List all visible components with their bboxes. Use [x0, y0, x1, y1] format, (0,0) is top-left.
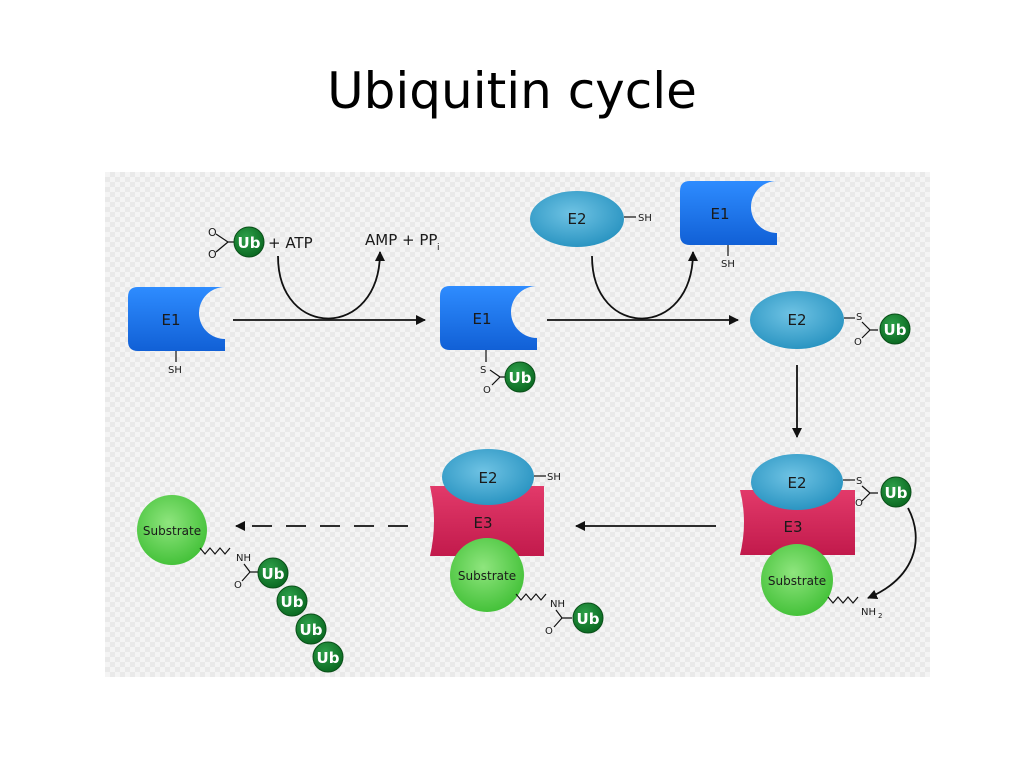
svg-text:Ub: Ub	[281, 593, 304, 611]
svg-text:E2: E2	[787, 311, 806, 329]
e2-free: E2 SH	[530, 191, 652, 247]
svg-text:O: O	[854, 337, 862, 348]
svg-text:Ub: Ub	[509, 369, 532, 387]
svg-text:Substrate: Substrate	[143, 524, 201, 538]
svg-text:Ub: Ub	[885, 484, 908, 502]
svg-text:O: O	[234, 580, 242, 591]
e1-released: E1 SH	[680, 181, 777, 270]
svg-text:O: O	[545, 626, 553, 637]
svg-text:O: O	[855, 498, 863, 509]
svg-text:E3: E3	[473, 514, 492, 532]
svg-text:2: 2	[878, 612, 882, 620]
svg-text:Ub: Ub	[317, 649, 340, 667]
svg-text:NH: NH	[861, 607, 876, 618]
e1-ub-thioester: E1 S O Ub	[440, 286, 537, 396]
svg-text:SH: SH	[168, 365, 182, 376]
svg-text:O: O	[208, 226, 217, 239]
svg-text:Ub: Ub	[577, 610, 600, 628]
e2-ub-thioester: E2 S O Ub	[750, 291, 911, 349]
arrow-ub-transfer-to-substrate	[867, 507, 917, 600]
e1-free: E1 SH	[128, 287, 225, 376]
e3-e2ub-substrate-complex: E3 E2 S O Ub Substrate NH 2	[740, 454, 912, 620]
svg-text:E2: E2	[478, 469, 497, 487]
svg-text:Ub: Ub	[238, 234, 261, 252]
svg-text:AMP + PP: AMP + PP	[365, 231, 437, 249]
arrow-e2-to-e1-release	[591, 251, 698, 320]
svg-text:SH: SH	[547, 472, 561, 483]
e3-ub-substrate-complex: E3 E2 SH Substrate NH O Ub	[430, 449, 604, 637]
svg-text:SH: SH	[721, 259, 735, 270]
amp-ppi-label: AMP + PP i	[365, 231, 440, 253]
svg-text:NH: NH	[550, 599, 565, 610]
svg-text:Substrate: Substrate	[768, 574, 826, 588]
svg-text:O: O	[483, 385, 491, 396]
svg-text:Ub: Ub	[262, 565, 285, 583]
svg-text:S: S	[480, 365, 486, 376]
polyubiquitinated-substrate: Substrate NH O Ub Ub Ub Ub	[137, 495, 344, 673]
arrow-atp-to-amp	[277, 251, 385, 320]
svg-text:Ub: Ub	[300, 621, 323, 639]
svg-text:E1: E1	[161, 311, 180, 329]
svg-text:E1: E1	[472, 310, 491, 328]
svg-text:E2: E2	[567, 210, 586, 228]
atp-label: + ATP	[268, 234, 313, 252]
svg-text:E1: E1	[710, 205, 729, 223]
svg-text:Substrate: Substrate	[458, 569, 516, 583]
svg-text:NH: NH	[236, 553, 251, 564]
free-ubiquitin: O O Ub	[208, 226, 265, 261]
svg-text:Ub: Ub	[884, 321, 907, 339]
page-title: Ubiquitin cycle	[327, 62, 697, 120]
svg-text:S: S	[856, 312, 862, 323]
svg-text:i: i	[437, 243, 440, 253]
svg-text:O: O	[208, 248, 217, 261]
svg-text:E2: E2	[787, 474, 806, 492]
svg-text:E3: E3	[783, 518, 802, 536]
svg-text:SH: SH	[638, 213, 652, 224]
arrows	[233, 251, 917, 600]
svg-text:S: S	[856, 476, 862, 487]
